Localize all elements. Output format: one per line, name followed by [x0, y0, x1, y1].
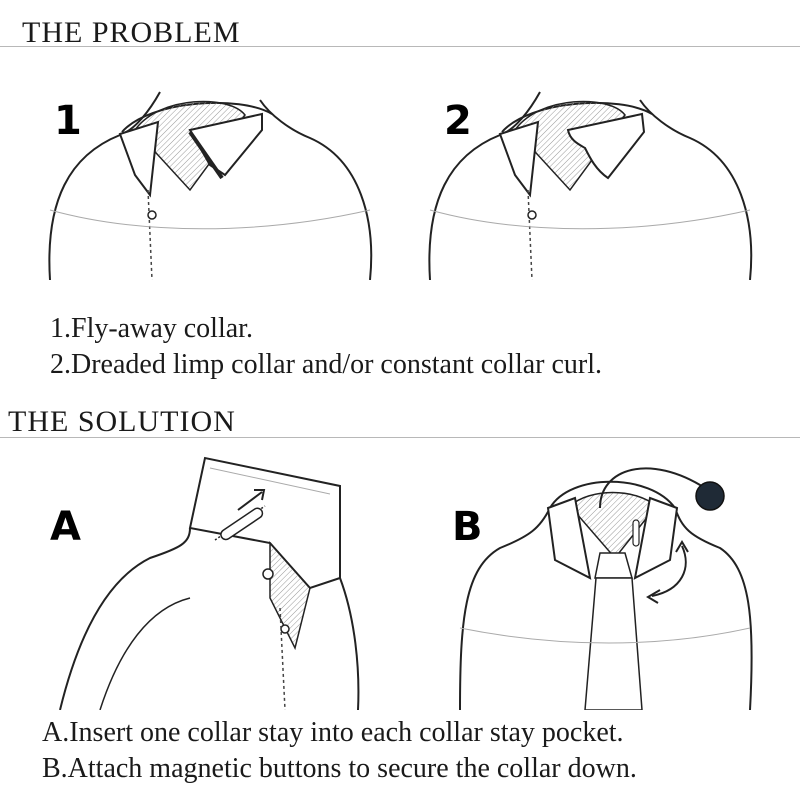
problem-illustration-2: 2 [420, 70, 760, 280]
solution-heading: THE SOLUTION [8, 405, 236, 438]
panel-label-1: 1 [54, 98, 82, 144]
panel-label-2: 2 [444, 98, 472, 144]
problem-caption-2: 2.Dreaded limp collar and/or constant co… [50, 349, 603, 380]
problem-illustration-1: 1 [40, 70, 380, 280]
solution-divider [0, 437, 800, 438]
panel-label-b: B [452, 504, 483, 550]
problem-heading: THE PROBLEM [22, 16, 241, 49]
solution-illustration-b: B [420, 448, 780, 710]
problem-caption-1: 1.Fly-away collar. [50, 313, 253, 344]
solution-illustration-a: A [40, 448, 380, 710]
problem-divider [0, 46, 800, 47]
magnetic-button-icon [695, 481, 725, 511]
solution-caption-a: A.Insert one collar stay into each colla… [42, 717, 624, 748]
panel-label-a: A [50, 504, 81, 550]
solution-caption-b: B.Attach magnetic buttons to secure the … [42, 753, 637, 784]
